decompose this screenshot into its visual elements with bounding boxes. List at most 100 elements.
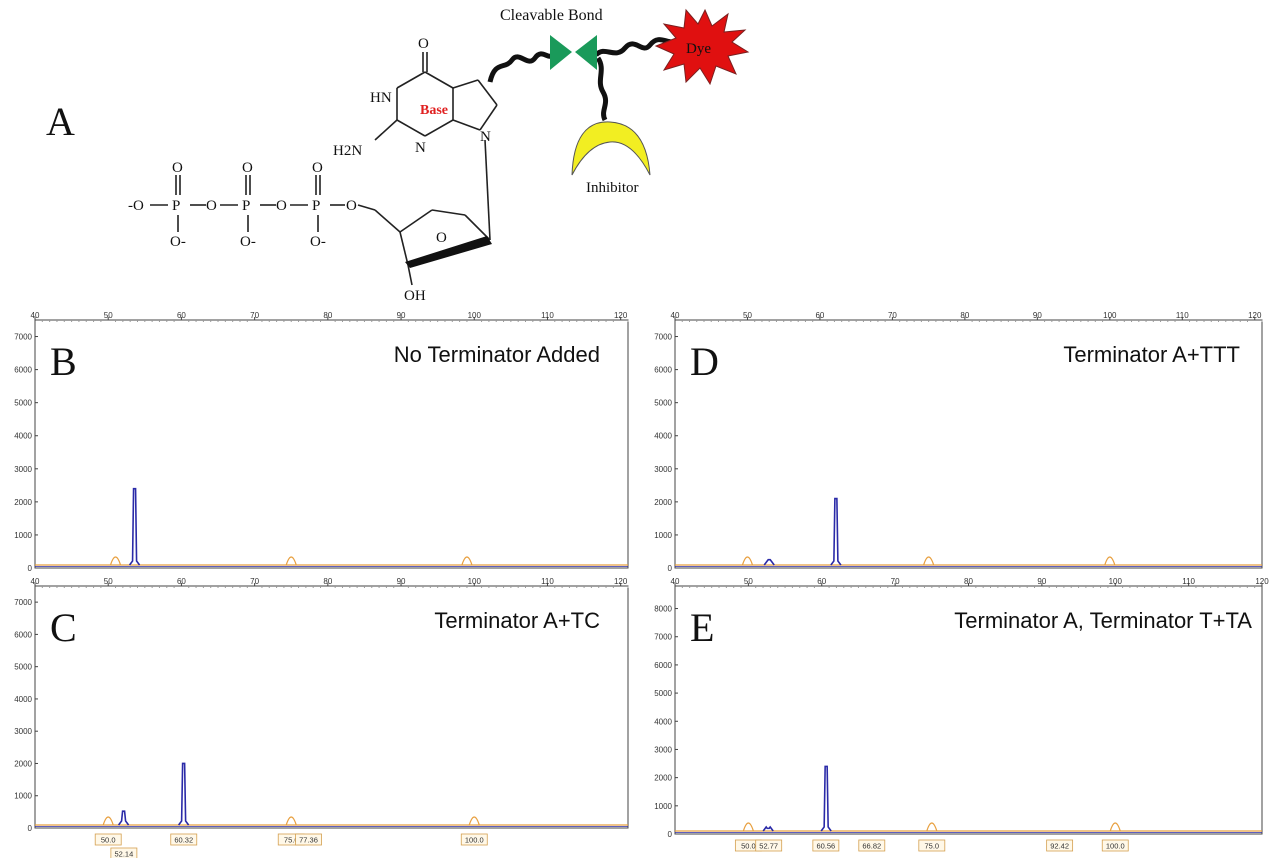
y-tick-label-c: 4000 [14,695,32,704]
peak-trace-e [820,765,832,832]
inhibitor-label: Inhibitor [586,180,639,196]
peak-label-box-e [755,839,783,852]
x-tick-label-d: 60 [815,312,824,320]
plot-frame-d [674,319,1263,569]
x-tick-label-c: 110 [541,578,554,586]
bridge-o-1: O [206,198,217,214]
cleavable-bond-label: Cleavable Bond [500,7,603,24]
y-tick-label-c: 1000 [14,792,32,801]
peak-trace-d [830,497,842,566]
x-tick-label-e: 50 [744,578,753,586]
x-tick-label-b: 70 [250,312,259,320]
peak-label-box-c [110,847,138,858]
size-standard-peak-c [285,816,297,826]
x-tick-label-b: 120 [614,312,628,320]
linker-inhibitor [595,56,609,122]
y-tick-label-e: 7000 [654,633,672,642]
ring-n-label: N [415,140,426,156]
y-tick-label-d: 4000 [654,432,672,441]
y-tick-label-e: 8000 [654,605,672,614]
panel-e-title: Terminator A, Terminator T+TA [954,608,1252,633]
dye-star-icon [654,8,750,86]
x-tick-label-c: 70 [250,578,259,586]
size-standard-peak-e [742,822,754,832]
peak-label-box-e [1101,839,1129,852]
size-standard-peak-b [285,556,297,566]
hn-label: HN [370,90,392,106]
y-tick-label-e: 1000 [654,802,672,811]
x-tick-label-e: 70 [891,578,900,586]
x-tick-label-e: 60 [817,578,826,586]
x-tick-label-e: 80 [964,578,973,586]
oh-label: OH [404,288,426,304]
peak-trace-c [117,810,130,826]
peak-label-c: 100.0 [465,836,484,845]
x-tick-label-d: 70 [888,312,897,320]
x-tick-label-b: 40 [31,312,40,320]
peak-label-box-c [170,833,198,846]
peak-label-e: 60.56 [816,842,835,851]
panel-b-letter: B [50,339,77,384]
x-tick-label-b: 90 [397,312,406,320]
y-tick-label-b: 4000 [14,432,32,441]
x-tick-label-b: 100 [468,312,482,320]
peak-label-c: 50.0 [101,836,116,845]
y-tick-label-e: 3000 [654,745,672,754]
peak-label-c: 60.32 [174,836,193,845]
size-standard-peak-d [923,556,935,566]
peak-label-box-e [918,839,946,852]
size-standard-peak-c [102,816,114,826]
x-tick-label-c: 90 [397,578,406,586]
minus-o-1: O- [170,234,186,250]
x-tick-label-c: 40 [31,578,40,586]
x-tick-label-c: 80 [323,578,332,586]
x-tick-label-b: 60 [177,312,186,320]
nucleotide-structure: Cleavable Bond Dye Inhibitor Base O HN H… [128,7,750,304]
y-tick-label-c: 7000 [14,598,32,607]
x-tick-label-c: 120 [614,578,628,586]
y-tick-label-b: 3000 [14,465,32,474]
peak-trace-e [762,825,774,832]
double-o-1: O [172,160,183,176]
double-o-3: O [312,160,323,176]
panel-b-title: No Terminator Added [393,342,600,367]
x-tick-label-d: 90 [1033,312,1042,320]
panel-c-title: Terminator A+TC [434,608,600,633]
phosphate-p1: P [172,198,180,214]
peak-label-e: 50.0 [741,842,756,851]
y-tick-label-d: 7000 [654,333,672,342]
x-tick-label-b: 110 [541,312,554,320]
size-standard-peak-c [468,816,480,826]
panel-d-letter: D [690,339,719,384]
y-tick-label-e: 6000 [654,661,672,670]
x-tick-label-d: 100 [1103,312,1117,320]
cleavable-bond-icon [550,35,572,70]
peak-label-c: 52.14 [114,850,133,859]
x-tick-label-e: 90 [1037,578,1046,586]
y-tick-label-d: 2000 [654,498,672,507]
bridge-o-2: O [276,198,287,214]
y-tick-label-c: 5000 [14,663,32,672]
carbonyl-o-label: O [418,36,429,52]
x-tick-label-e: 110 [1182,578,1195,586]
x-tick-label-d: 120 [1248,312,1262,320]
y-tick-label-e: 0 [668,830,673,839]
phosphate-p3: P [312,198,320,214]
x-tick-label-b: 80 [323,312,332,320]
size-standard-peak-d [1104,556,1116,566]
size-standard-peak-b [109,556,122,566]
base-label: Base [420,103,448,118]
x-tick-label-e: 40 [671,578,680,586]
y-tick-label-c: 2000 [14,759,32,768]
phosphate-o-minus-label: -O [128,198,144,214]
y-tick-label-c: 6000 [14,630,32,639]
peak-label-box-c [460,833,488,846]
y-tick-label-b: 6000 [14,366,32,375]
y-tick-label-d: 6000 [654,366,672,375]
y-tick-label-c: 0 [28,824,33,833]
x-tick-label-d: 80 [960,312,969,320]
